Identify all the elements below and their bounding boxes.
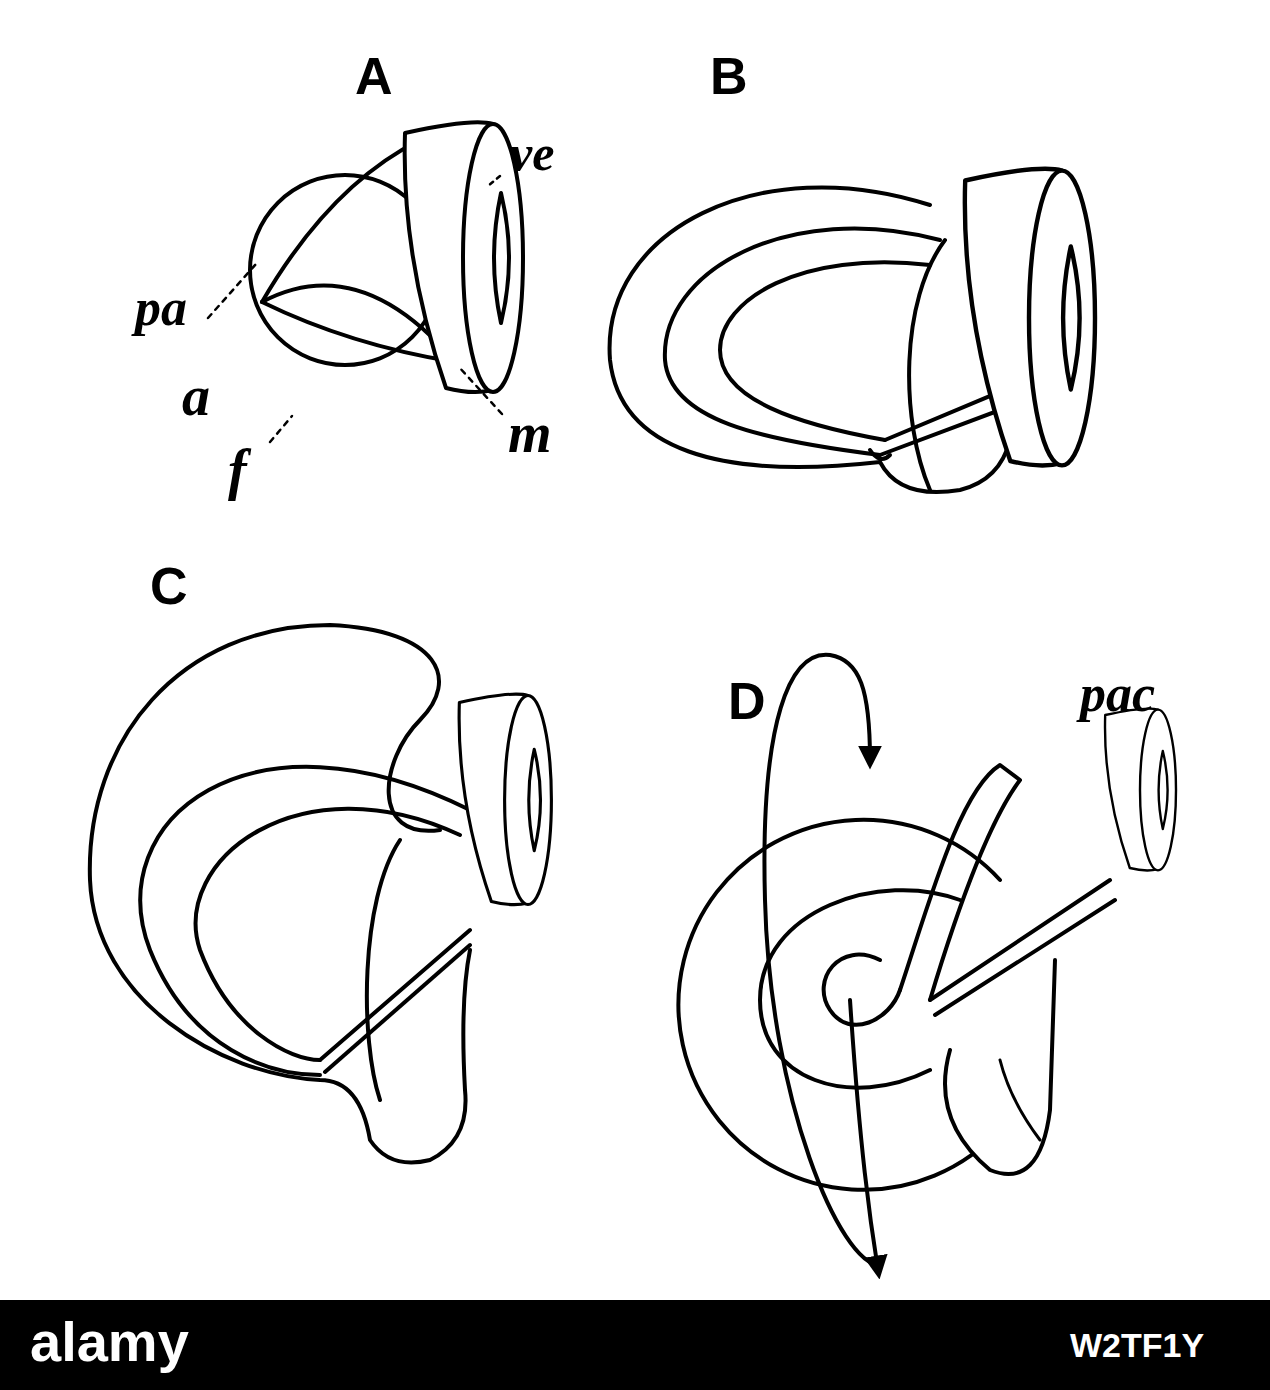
label-box: alamy [30,1314,189,1370]
panel-letter: B [710,47,748,105]
stage-a-drawing [208,122,523,442]
watermark-bar [0,1300,1270,1390]
label-box: C [150,560,188,612]
part-label: pa [135,279,187,336]
label-box: a [182,368,210,424]
stage-b-drawing [610,169,1095,492]
stage-c-drawing [90,625,552,1163]
panel-letter: D [728,672,766,730]
watermark: alamy [30,1310,189,1373]
part-label: pac [1080,665,1155,722]
part-label: m [508,402,552,464]
label-box: W2TF1Y [1070,1328,1204,1362]
label-box: m [508,405,552,461]
stage-d-drawing [678,655,1176,1270]
label-box: pac [1080,668,1155,720]
watermark-code: W2TF1Y [1070,1326,1204,1364]
label-box: D [728,675,766,727]
label-box: B [710,50,748,102]
label-box: f [228,442,247,498]
part-label: a [182,365,210,427]
part-label: ve [510,125,554,181]
label-box: ve [510,128,554,178]
label-box: A [355,50,393,102]
part-label: f [228,439,247,501]
panel-letter: C [150,557,188,615]
label-box: pa [135,282,187,334]
panel-letter: A [355,47,393,105]
